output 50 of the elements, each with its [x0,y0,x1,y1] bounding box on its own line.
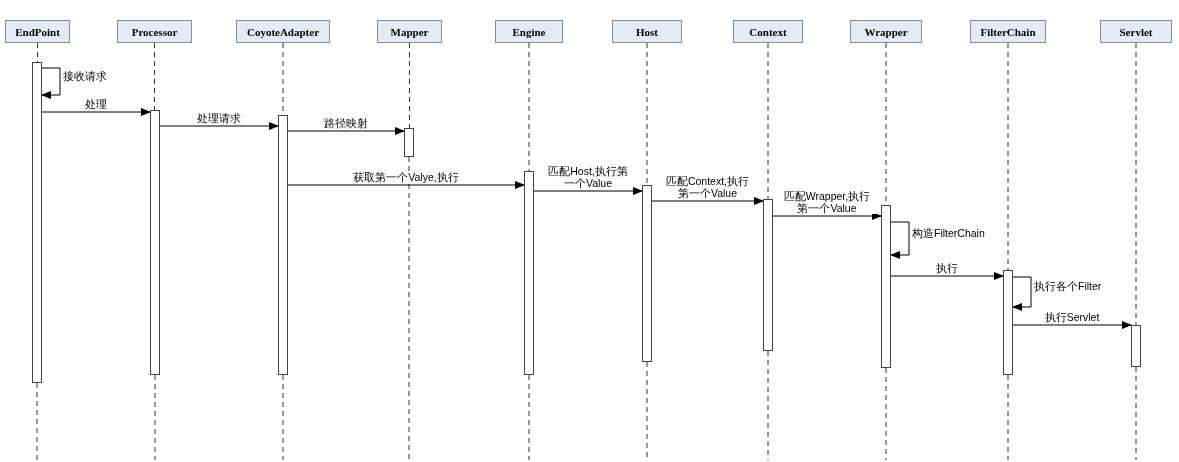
message-label: 执行 [935,262,959,274]
message-arrow [1012,321,1132,329]
message-label: 匹配Host,执行第一个Value [547,165,629,189]
lifeline [646,42,648,186]
self-call-arrow [41,67,61,99]
message-arrow [533,187,643,195]
participant-box: CoyoteAdapter [236,20,330,43]
message-arrow [41,108,151,116]
activation-bar [32,62,42,383]
activation-bar [1003,270,1013,375]
participant-box: Host [612,20,682,43]
activation-bar [278,115,288,375]
message-label: 执行Servlet [1043,311,1101,323]
message-arrow [890,272,1004,280]
message-arrow [772,212,882,220]
lifeline [1007,42,1009,271]
message-label: 路径映射 [323,117,369,129]
lifeline [528,42,530,172]
participant-box: Mapper [377,20,442,43]
activation-bar [881,205,891,368]
activation-bar [150,110,160,375]
message-label: 接收请求 [62,69,108,82]
message-label: 处理 [84,98,108,110]
lifeline [37,42,38,63]
participant-box: EndPoint [5,20,70,43]
message-label: 获取第一个Valye,执行 [352,171,460,183]
participant-box: Context [733,20,803,43]
self-call-arrow [1012,276,1032,311]
self-call-arrow [890,221,910,259]
message-label: 处理请求 [196,112,242,124]
message-label: 构造FilterChain [911,226,986,239]
lifeline [1135,42,1137,326]
lifeline [409,42,410,129]
message-arrow [287,181,525,189]
message-label: 执行各个Filter [1033,280,1103,292]
participant-box: Processor [117,20,192,43]
lifeline [154,42,155,111]
activation-bar [404,128,414,157]
participant-box: Servlet [1100,20,1172,43]
participant-box: Engine [495,20,563,43]
activation-bar [1131,325,1141,367]
participant-box: FilterChain [970,20,1046,43]
message-arrow [287,127,405,135]
message-arrow [651,197,764,205]
activation-bar [524,171,534,375]
activation-bar [763,199,773,351]
lifeline [767,42,769,200]
participant-box: Wrapper [850,20,922,43]
activation-bar [642,185,652,362]
message-arrow [159,122,279,130]
